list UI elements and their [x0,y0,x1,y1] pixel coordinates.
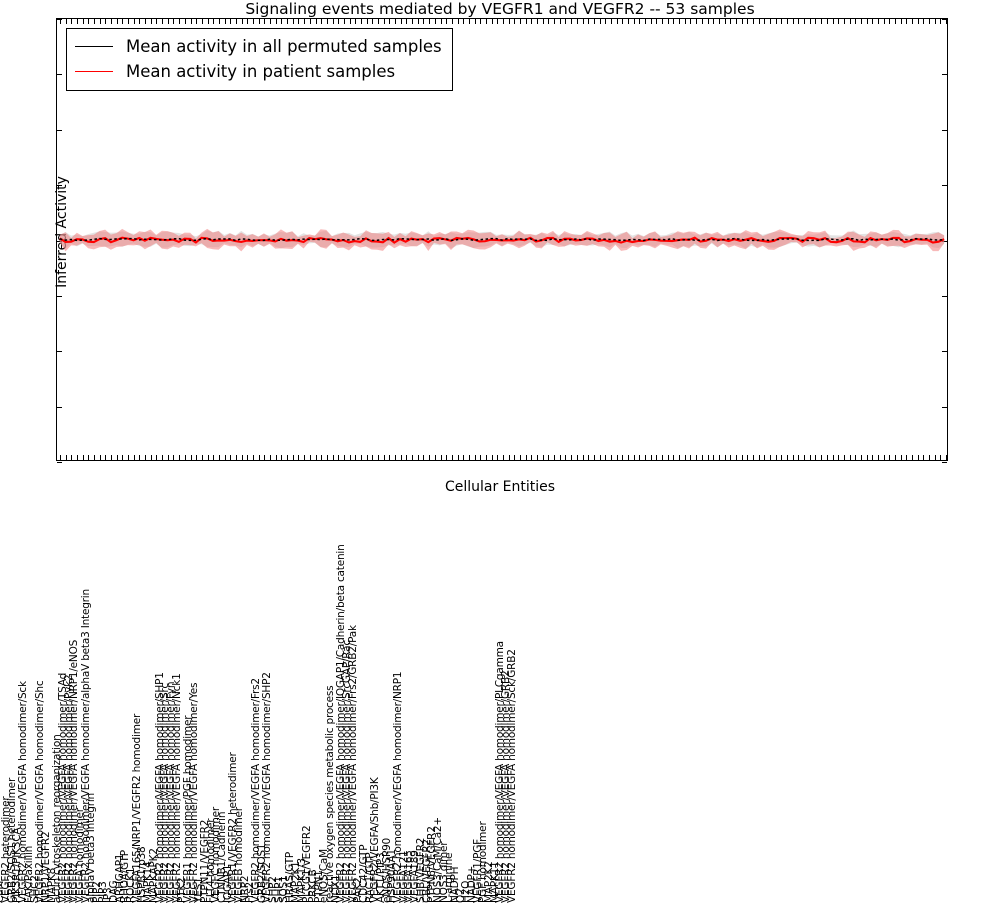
y-tick-mark [942,462,947,463]
page-title: Signaling events mediated by VEGFR1 and … [0,0,1000,18]
legend-label-patient: Mean activity in patient samples [126,63,395,81]
legend-item-permuted: Mean activity in all permuted samples [75,34,442,59]
x-tick-label: VEGFR2 homodimer/VEGFA homodimer/Sck/GRB… [507,649,950,903]
legend-label-permuted: Mean activity in all permuted samples [126,38,442,56]
plot-area: Inferred Activity −4−3−2−101234 RIPK1BCL… [56,18,948,461]
legend-line-icon-patient [75,71,113,72]
legend: Mean activity in all permuted samples Me… [66,28,453,91]
x-axis-label: Cellular Entities [0,479,1000,495]
legend-item-patient: Mean activity in patient samples [75,59,442,84]
legend-line-icon-permuted [75,46,113,47]
figure: Signaling events mediated by VEGFR1 and … [0,0,1000,500]
y-tick-mark [57,462,62,463]
